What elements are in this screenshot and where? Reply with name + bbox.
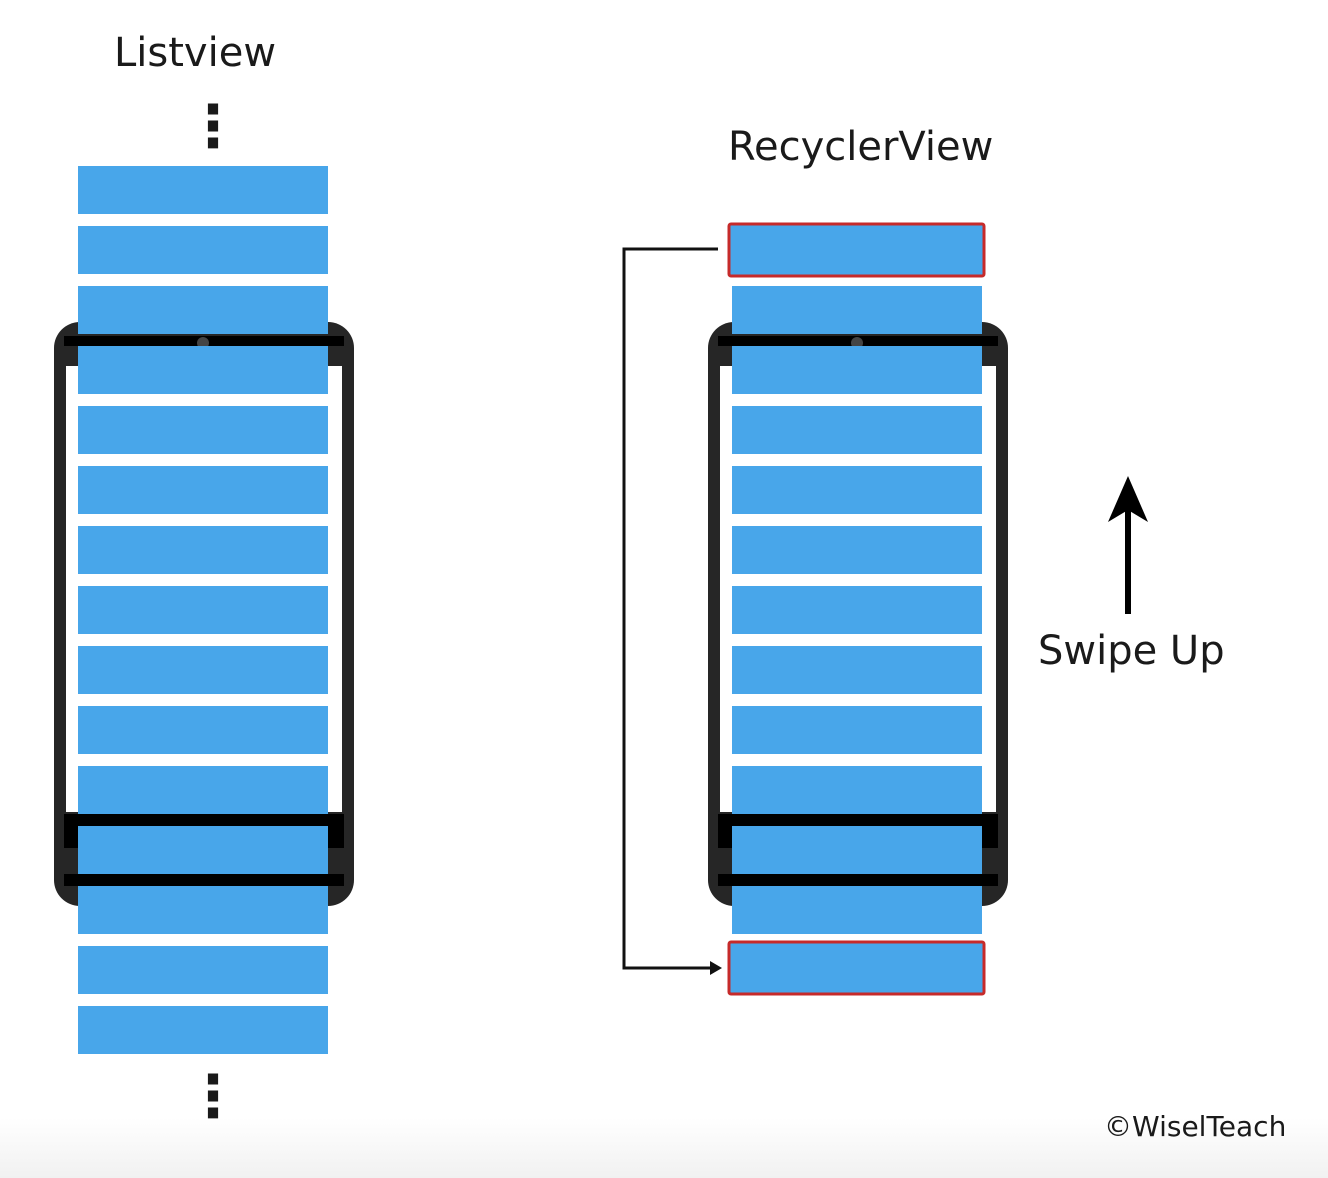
arrow-up-icon: [1108, 476, 1148, 614]
watermark: ©WiselTeach: [1104, 1110, 1287, 1143]
list-item: [78, 286, 328, 334]
recycled-item-bottom: [727, 940, 986, 996]
list-item: [78, 226, 328, 274]
list-item: [78, 826, 328, 874]
recycled-item-top: [727, 222, 986, 278]
list-item: [732, 526, 982, 574]
list-item: [78, 346, 328, 394]
listview-group: [54, 166, 354, 1054]
list-item: [732, 406, 982, 454]
list-item: [78, 766, 328, 814]
swipe-up-label: Swipe Up: [1038, 628, 1225, 674]
list-item: [732, 886, 982, 934]
phone-bottom-bar: [64, 874, 344, 886]
list-item: [78, 886, 328, 934]
listview-items: [78, 166, 328, 1054]
list-item: [78, 526, 328, 574]
list-item: [732, 826, 982, 874]
list-item: [732, 346, 982, 394]
list-item: [78, 406, 328, 454]
phone-bottom-bar: [718, 874, 998, 886]
list-item: [732, 586, 982, 634]
list-item: [78, 586, 328, 634]
list-item: [732, 706, 982, 754]
listview-ellipsis-top: ⋮: [184, 92, 242, 160]
recyclerview-group: [622, 222, 1008, 996]
list-item: [732, 286, 982, 334]
list-item: [732, 646, 982, 694]
listview-ellipsis-bottom: ⋮: [184, 1062, 242, 1130]
list-item: [732, 466, 982, 514]
recyclerview-items: [727, 222, 986, 996]
list-item: [78, 946, 328, 994]
list-item: [78, 1006, 328, 1054]
connector-arrowhead-icon: [710, 961, 722, 975]
list-item: [78, 466, 328, 514]
list-item: [78, 166, 328, 214]
recycle-connector-line: [622, 247, 718, 970]
list-item: [732, 766, 982, 814]
bottom-fade: [0, 1118, 1328, 1178]
list-item: [78, 646, 328, 694]
recyclerview-title: RecyclerView: [728, 124, 994, 170]
list-item: [78, 706, 328, 754]
listview-title: Listview: [114, 30, 277, 76]
